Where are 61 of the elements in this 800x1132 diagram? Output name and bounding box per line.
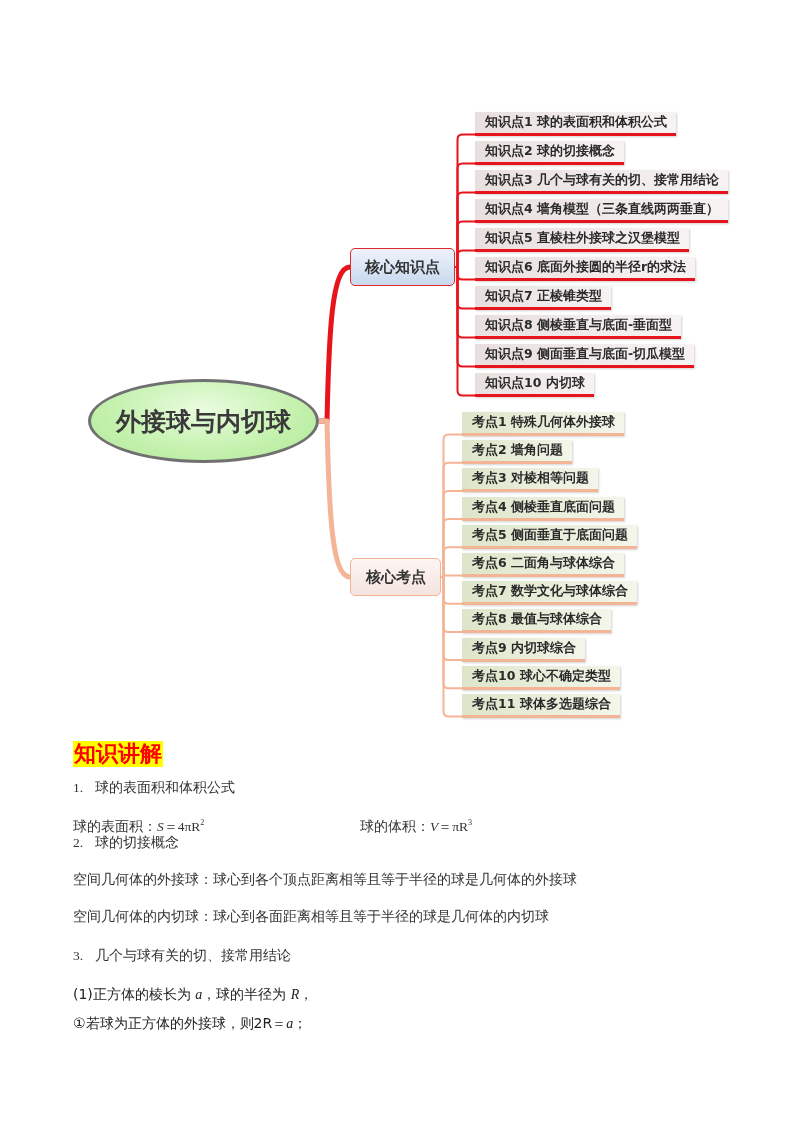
numbered-heading: 2. 球的切接概念	[73, 835, 179, 852]
node-text: 知识点10 内切球	[485, 375, 585, 392]
body-text: ①若球为正方体的外接球，则2R＝a；	[73, 1015, 308, 1033]
node-text: 考点9 内切球综合	[472, 639, 577, 657]
node-text: 考点11 球体多选题综合	[472, 696, 611, 713]
node-text: 考点2 墙角问题	[472, 442, 564, 460]
branch-line	[440, 576, 463, 718]
topic-box	[475, 315, 682, 339]
node-text: 考点7 数学文化与球体综合	[472, 583, 629, 601]
topic-box	[475, 286, 612, 310]
node-text: 考点6 二面角与球体综合	[472, 555, 616, 572]
topic-box	[462, 440, 573, 465]
node-text: 考点10 球心不确定类型	[472, 667, 611, 685]
topic-box	[475, 112, 677, 136]
topic-box	[462, 609, 612, 634]
node-text: 知识点7 正棱锥类型	[485, 288, 603, 305]
topic-box	[462, 665, 620, 690]
node-text: 核心考点	[365, 567, 426, 587]
node-text: 知识点8 侧棱垂直与底面-垂面型	[485, 317, 673, 334]
topic-box	[475, 344, 695, 368]
topic-box	[475, 373, 594, 397]
topic-box	[475, 141, 625, 165]
node-text: 考点5 侧面垂直于底面问题	[472, 526, 629, 544]
node-text: 知识点1 球的表面积和体积公式	[485, 114, 668, 131]
node-text: 知识点5 直棱柱外接球之汉堡模型	[485, 230, 681, 247]
branch-line	[440, 546, 463, 578]
node-text: 知识点3 几个与球有关的切、接常用结论	[485, 172, 720, 189]
node-text: 考点4 侧棱垂直底面问题	[472, 498, 616, 516]
body-text: 空间几何体的外接球：球心到各个顶点距离相等且等于半径的球是几何体的外接球	[73, 872, 577, 889]
topic-box	[475, 257, 696, 281]
topic-box	[462, 468, 599, 493]
branch-line	[454, 249, 476, 268]
numbered-heading: 3. 几个与球有关的切、接常用结论	[73, 948, 291, 965]
main-branch-line	[319, 418, 351, 580]
topic-box	[462, 553, 625, 577]
topic-box	[475, 228, 690, 252]
node-text: 知识点6 底面外接圆的半径r的求法	[485, 259, 687, 276]
topic-box	[462, 524, 638, 549]
body-text: (1)正方体的棱长为 a，球的半径为 R，	[73, 986, 314, 1004]
node-text: 知识点9 侧面垂直与底面-切瓜模型	[485, 346, 686, 363]
node-text: 知识点2 球的切接概念	[485, 143, 616, 160]
node-text: 考点3 对棱相等问题	[472, 470, 590, 488]
topic-box	[462, 496, 625, 521]
topic-box	[462, 412, 625, 436]
formula-text: 球的表面积：S＝4πR$^{2}$	[73, 818, 205, 835]
node-text: 核心知识点	[365, 257, 440, 277]
formula-text: 球的体积：V＝πR$^{3}$	[360, 818, 473, 835]
topic-box	[462, 637, 586, 662]
section-heading: 知识讲解	[73, 741, 163, 768]
topic-box	[462, 694, 620, 718]
branch-box	[350, 558, 441, 596]
branch-box	[350, 248, 455, 286]
topic-box	[462, 581, 638, 606]
node-text: 外接球与内切球	[116, 405, 291, 438]
node-text: 考点8 最值与球体综合	[472, 611, 603, 629]
topic-box	[475, 170, 729, 194]
numbered-heading: 1. 球的表面积和体积公式	[73, 780, 235, 797]
node-text: 知识点4 墙角模型（三条直线两两垂直）	[485, 201, 720, 218]
topic-box	[475, 199, 729, 223]
node-text: 考点1 特殊几何体外接球	[472, 414, 616, 431]
body-text: 空间几何体的内切球：球心到各面距离相等且等于半径的球是几何体的内切球	[73, 909, 549, 926]
